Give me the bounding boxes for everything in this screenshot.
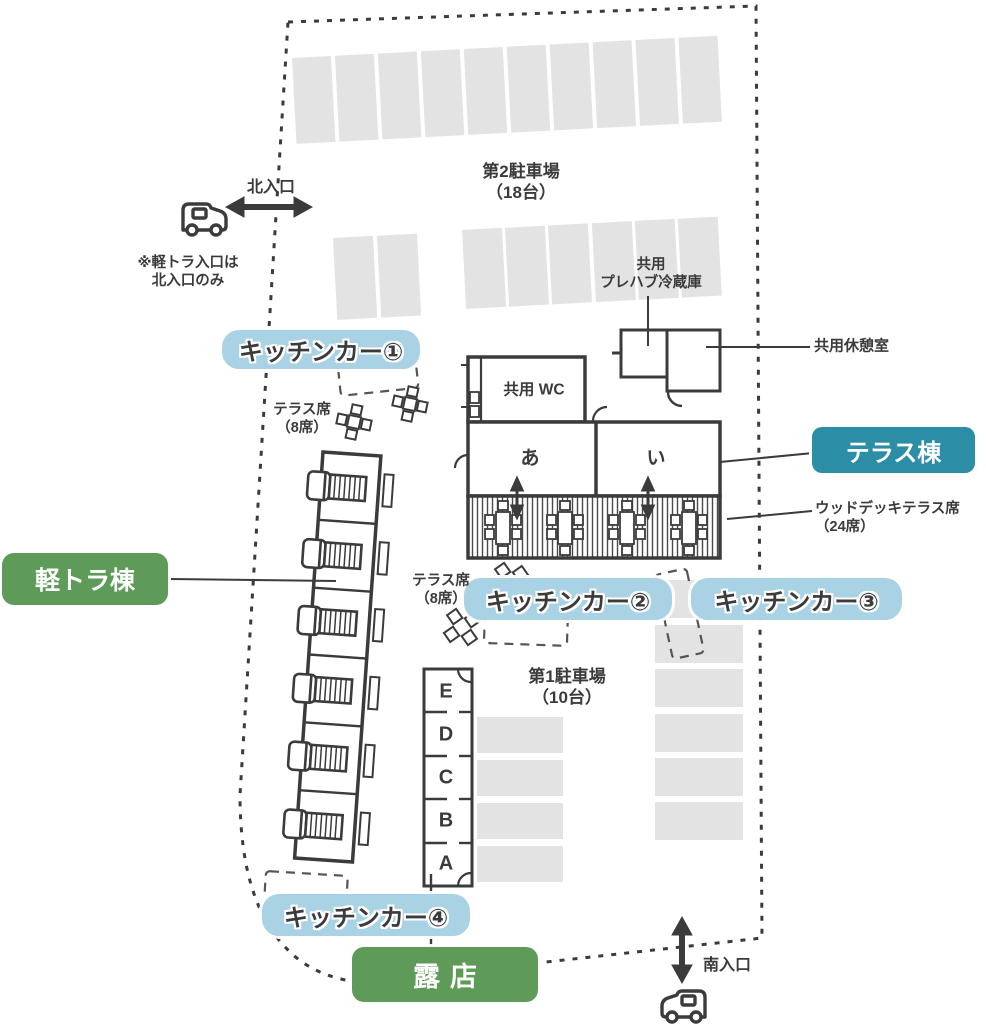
kitchen-car-1-tag: キッチンカー① xyxy=(222,330,420,369)
terrace-building-hall xyxy=(453,405,722,498)
north-entrance-note: ※軽トラ入口は 北入口のみ xyxy=(137,254,239,289)
shared-restroom-building xyxy=(665,328,722,408)
north-truck-icon xyxy=(181,202,228,237)
stall-e-label: E xyxy=(439,680,453,703)
kitchen-car-4-tag: キッチンカー④ xyxy=(262,894,470,936)
room-b-label: い xyxy=(646,448,666,470)
parking-lot1-mid-column xyxy=(477,717,563,882)
parking-lot2-label: 第2駐車場 （18台） xyxy=(482,161,560,202)
parking-lot1-label: 第1駐車場 （10台） xyxy=(528,666,606,707)
roten-tag: 露店 xyxy=(352,947,538,1002)
kei-truck-building xyxy=(282,450,395,864)
stall-column-building xyxy=(422,667,474,888)
terrace-label-pointer-line xyxy=(719,452,814,463)
kitchen-car-2-tag: キッチンカー② xyxy=(464,578,672,620)
stall-b-label: B xyxy=(438,809,454,832)
south-entrance-label: 南入口 xyxy=(702,957,752,974)
south-entrance-arrow xyxy=(671,915,693,985)
south-truck-icon xyxy=(660,989,707,1024)
parking-lot2-row2-right xyxy=(462,216,722,309)
kitchen-car-3-tag: キッチンカー③ xyxy=(691,578,902,620)
parking-lot2-row1 xyxy=(292,35,722,144)
shared-fridge-label: 共用 プレハブ冷蔵庫 xyxy=(600,256,702,291)
shared-wc-label: 共用 WC xyxy=(503,381,565,399)
parking-lot2-row2-left xyxy=(333,233,422,320)
shared-fridge-building xyxy=(612,328,669,379)
room-a-label: あ xyxy=(520,448,540,470)
north-entrance-arrow xyxy=(224,196,314,218)
stall-d-label: D xyxy=(438,723,454,746)
deck-label-pointer-line xyxy=(726,510,813,520)
shared-wc-building xyxy=(461,355,587,424)
keitora-label-pointer-line xyxy=(169,578,337,582)
terrace-seats-south-label: テラス席 （8席） xyxy=(412,572,470,607)
stall-a-label: A xyxy=(438,852,454,875)
stall-c-label: C xyxy=(438,766,454,789)
north-entrance-label: 北入口 xyxy=(246,179,296,196)
deck-table-sets xyxy=(484,500,708,556)
terrace-building-tag: テラス棟 xyxy=(812,427,975,473)
terrace-seats-north-label: テラス席 （8席） xyxy=(273,401,331,436)
keitora-building-tag: 軽トラ棟 xyxy=(2,553,168,605)
deck-access-arrows xyxy=(509,475,656,521)
shared-restroom-label: 共用休憩室 xyxy=(814,337,890,355)
wood-deck-label: ウッドデッキテラス席 （24席） xyxy=(815,501,960,536)
terrace-tables-north xyxy=(335,385,429,441)
